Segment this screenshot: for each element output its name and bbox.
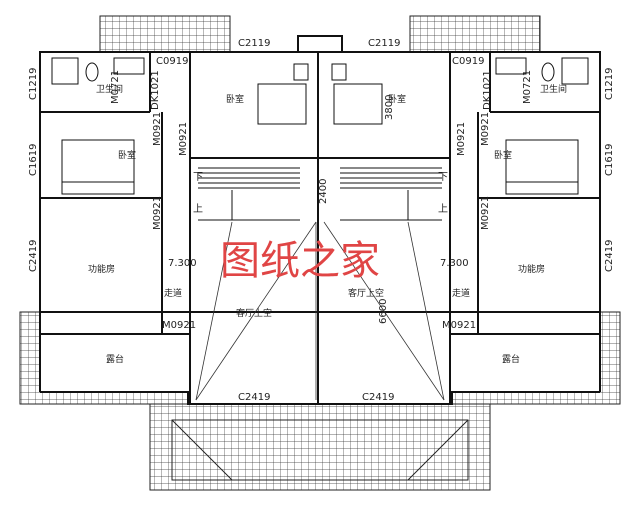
door-label-bed-top-right: M0921: [456, 122, 467, 156]
stairs: [198, 167, 442, 221]
room-function-left: 功能房: [88, 263, 115, 275]
window-label-bottom-left: C2419: [238, 392, 270, 403]
stair-down-right: 下: [438, 172, 448, 183]
room-corridor-left: 走道: [164, 287, 182, 299]
window-label-c2419-left: C2419: [28, 240, 39, 272]
room-bedroom-top-left: 卧室: [226, 93, 244, 105]
room-corridor-right: 走道: [452, 287, 470, 299]
walls: [39, 35, 601, 405]
watermark: 图纸之家: [220, 238, 380, 284]
room-bath-left: 卫生间: [96, 83, 123, 95]
door-label-bed-right: M0921: [480, 112, 491, 146]
room-living-void-left: 客厅上空: [236, 307, 272, 319]
room-function-right: 功能房: [518, 263, 545, 275]
void-diagonals: [195, 221, 445, 401]
level-mark-left: 7.300: [168, 258, 197, 269]
room-terrace-left: 露台: [106, 353, 124, 365]
dimension-6600: 6600: [378, 299, 389, 324]
window-label-c1619-left: C1619: [28, 144, 39, 176]
bed-left: [61, 139, 135, 195]
stair-down-left: 下: [193, 172, 203, 183]
door-label-corr-left: M0921: [162, 320, 196, 331]
window-label-top-left: C2119: [238, 38, 270, 49]
room-terrace-right: 露台: [502, 353, 520, 365]
level-mark-right: 7.300: [440, 258, 469, 269]
bed-right: [505, 139, 579, 195]
window-label-c1219-left: C1219: [28, 68, 39, 100]
stair-up-right: 上: [438, 203, 448, 215]
door-label-corr-right: M0921: [442, 320, 476, 331]
bed-top-right: [331, 63, 383, 125]
stair-up-left: 上: [193, 203, 203, 215]
window-label-small-left: C0919: [156, 56, 188, 67]
window-label-bottom-right: C2419: [362, 392, 394, 403]
door-label-bed-top-left: M0921: [178, 122, 189, 156]
room-bedroom-left: 卧室: [118, 149, 136, 161]
dimension-2400: 2400: [318, 179, 329, 204]
window-label-c1619-right: C1619: [604, 144, 615, 176]
bed-top-left: [257, 63, 309, 125]
door-label-bath-left: M0721: [110, 70, 121, 104]
door-label-bed-left: M0921: [152, 112, 163, 146]
door-label-func-left: M0921: [152, 196, 163, 230]
bath-fixtures: [51, 57, 589, 85]
window-label-small-right: C0919: [452, 56, 484, 67]
door-label-bath-right: M0721: [522, 70, 533, 104]
dimension-3800: 3800: [384, 95, 395, 120]
room-bath-right: 卫生间: [540, 83, 567, 95]
window-label-top-right: C2119: [368, 38, 400, 49]
room-living-void-right: 客厅上空: [348, 287, 384, 299]
door-label-dk-right: DK1021: [482, 70, 493, 110]
room-bedroom-right: 卧室: [494, 149, 512, 161]
door-label-func-right: M0921: [480, 196, 491, 230]
window-label-c1219-right: C1219: [604, 68, 615, 100]
window-label-c2419-right: C2419: [604, 240, 615, 272]
door-label-dk-left: DK1021: [150, 70, 161, 110]
room-bedroom-top-right: 卧室: [388, 93, 406, 105]
